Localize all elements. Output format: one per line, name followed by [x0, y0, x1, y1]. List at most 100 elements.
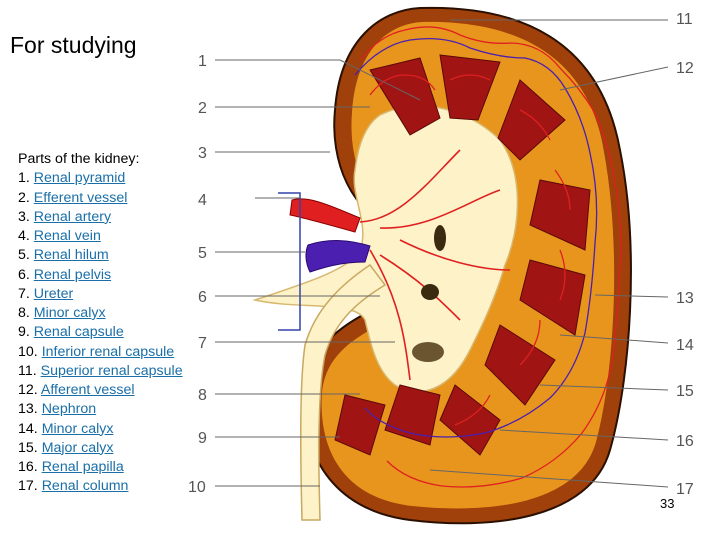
- legend-item-number: 13.: [18, 401, 38, 418]
- legend-link-inferior-renal-capsule[interactable]: Inferior renal capsule: [41, 343, 175, 360]
- legend-item: 16. Renal papilla: [18, 458, 248, 477]
- efferent-vessel: [369, 74, 571, 426]
- legend-item-number: 6.: [18, 266, 30, 283]
- legend-item: 4. Renal vein: [18, 227, 248, 246]
- renal-vein-shape: [305, 240, 371, 273]
- legend-item-number: 14.: [18, 420, 38, 437]
- legend-item-number: 15.: [18, 439, 38, 456]
- legend-link-renal-papilla[interactable]: Renal papilla: [41, 459, 124, 475]
- legend-link-minor-calyx[interactable]: Minor calyx: [41, 420, 114, 437]
- legend-item-number: 11.: [18, 362, 37, 379]
- cortical-vessels: [354, 26, 622, 488]
- renal-pyramids: [334, 54, 591, 456]
- legend-link-renal-pyramid[interactable]: Renal pyramid: [33, 170, 126, 187]
- calyx-opening: [421, 284, 439, 300]
- renal-artery-shape: [289, 198, 361, 233]
- legend-item-number: 8.: [18, 305, 30, 321]
- callout-5: 5: [198, 245, 207, 262]
- callout-line: [429, 469, 669, 488]
- callout-11: 11: [676, 11, 693, 28]
- legend-item: 7. Ureter: [18, 285, 248, 304]
- callout-7: 7: [198, 335, 207, 352]
- callout-2: 2: [198, 100, 207, 117]
- legend-link-renal-capsule[interactable]: Renal capsule: [33, 324, 124, 341]
- legend-item-number: 2.: [18, 189, 30, 206]
- renal-pyramid: [334, 394, 386, 456]
- legend-item: 11. Superior renal capsule: [18, 362, 248, 381]
- legend-item-number: 17.: [18, 478, 38, 495]
- page-number: 33: [660, 496, 675, 511]
- callout-lines: [215, 19, 669, 488]
- legend-item: 2. Efferent vessel: [18, 189, 248, 208]
- legend-item: 10. Inferior renal capsule: [18, 343, 248, 362]
- renal-pyramid: [369, 57, 441, 136]
- legend-item: 9. Renal capsule: [18, 323, 248, 342]
- renal-pyramid: [439, 54, 501, 121]
- legend-item-number: 5.: [18, 247, 30, 264]
- callout-10: 10: [188, 479, 206, 496]
- legend-heading: Parts of the kidney:: [18, 151, 140, 167]
- renal-pyramid: [497, 79, 566, 161]
- legend-link-renal-pelvis[interactable]: Renal pelvis: [33, 266, 112, 283]
- legend-item: 17. Renal column: [18, 477, 248, 496]
- callout-6: 6: [198, 289, 207, 306]
- legend-item-number: 9.: [18, 324, 30, 341]
- callout-line: [559, 334, 669, 344]
- renal-pyramid: [519, 259, 586, 336]
- legend-item-number: 10.: [18, 343, 38, 360]
- legend-item: 6. Renal pelvis: [18, 266, 248, 285]
- renal-pyramid: [529, 179, 591, 251]
- legend-link-ureter[interactable]: Ureter: [33, 285, 74, 302]
- callout-13: 13: [676, 290, 694, 307]
- legend-item: 14. Minor calyx: [18, 420, 248, 439]
- legend-item-number: 7.: [18, 285, 30, 302]
- legend-item-number: 1.: [18, 170, 30, 187]
- legend-link-minor-calyx[interactable]: Minor calyx: [33, 305, 106, 321]
- renal-pyramid: [439, 384, 501, 456]
- legend-link-efferent-vessel[interactable]: Efferent vessel: [33, 189, 128, 206]
- legend-item: 1. Renal pyramid: [18, 169, 248, 188]
- legend-item: 15. Major calyx: [18, 439, 248, 458]
- callout-17: 17: [676, 481, 694, 498]
- legend-link-renal-column[interactable]: Renal column: [41, 478, 129, 495]
- legend-item-number: 4.: [18, 228, 30, 244]
- slide-title: For studying: [10, 32, 137, 58]
- artery-branches: [359, 149, 511, 381]
- legend-item: 13. Nephron: [18, 400, 248, 419]
- afferent-vessel: [354, 37, 598, 438]
- legend-item: 3. Renal artery: [18, 208, 248, 227]
- legend-link-afferent-vessel[interactable]: Afferent vessel: [40, 382, 135, 398]
- renal-sinus-shape: [252, 105, 519, 393]
- legend-item: 5. Renal hilum: [18, 246, 248, 265]
- legend-item-number: 12.: [18, 382, 38, 398]
- legend-item-number: 16.: [18, 459, 38, 475]
- callout-line: [499, 429, 669, 441]
- legend-link-major-calyx[interactable]: Major calyx: [41, 439, 114, 456]
- callout-16: 16: [676, 433, 694, 450]
- legend-link-renal-artery[interactable]: Renal artery: [33, 208, 112, 225]
- legend-item: 12. Afferent vessel: [18, 381, 248, 400]
- ureter-shape: [300, 263, 387, 521]
- calyx-opening: [412, 342, 444, 362]
- legend-link-superior-renal-capsule[interactable]: Superior renal capsule: [40, 362, 183, 379]
- callout-9: 9: [198, 430, 207, 447]
- calyx-openings: [412, 225, 446, 362]
- efferent-vessel: [359, 26, 622, 488]
- legend-link-renal-vein[interactable]: Renal vein: [33, 228, 101, 244]
- callout-line: [559, 66, 669, 91]
- callout-line: [339, 59, 421, 101]
- legend-item-number: 3.: [18, 208, 30, 225]
- legend-item: 8. Minor calyx: [18, 304, 248, 323]
- callout-line: [539, 384, 669, 391]
- callout-12: 12: [676, 60, 694, 77]
- callout-3: 3: [198, 145, 207, 162]
- calyx-opening: [434, 225, 446, 251]
- kidney-parts-legend: Parts of the kidney: 1. Renal pyramid 2.…: [18, 150, 248, 497]
- callout-8: 8: [198, 387, 207, 404]
- legend-link-renal-hilum[interactable]: Renal hilum: [33, 247, 109, 264]
- callout-line: [594, 294, 669, 298]
- callout-4: 4: [198, 192, 207, 209]
- hilum-bracket: [278, 192, 301, 331]
- legend-link-nephron[interactable]: Nephron: [41, 401, 97, 418]
